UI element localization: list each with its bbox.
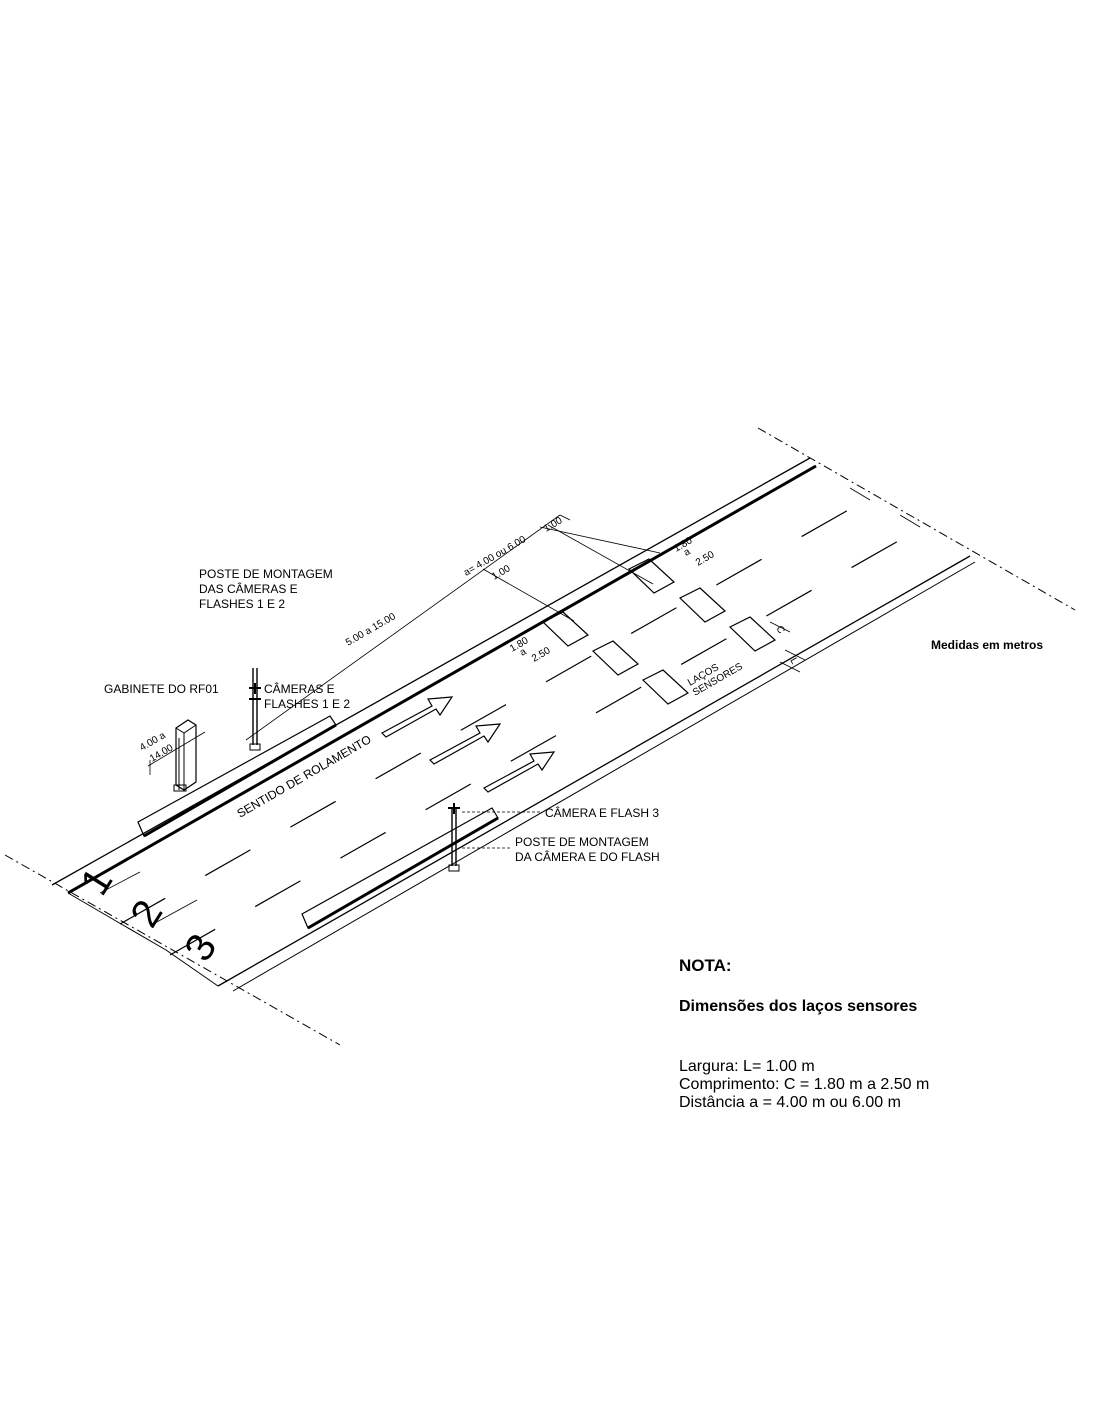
boundary-left: [4, 854, 341, 1046]
lane-divider-2: [169, 522, 931, 956]
note-line-width: Largura: L= 1.00 m: [679, 1058, 815, 1075]
labels: POSTE DE MONTAGEM DAS CÂMERAS E FLASHES …: [72, 515, 800, 969]
note-subtitle: Dimensões dos laços sensores: [679, 998, 918, 1015]
loop-3a: [641, 669, 690, 705]
label-sentido: SENTIDO DE ROLAMENTO: [235, 732, 374, 820]
equipment: [173, 668, 460, 872]
road-edge-bottom-2: [232, 561, 976, 992]
road-edge-top-thin: [51, 457, 811, 886]
lane-end-lines: [67, 871, 219, 987]
arrow-lane-1: [381, 696, 454, 738]
barrier-right: [301, 807, 499, 929]
label-poste-cameras-1: POSTE DE MONTAGEM: [199, 567, 333, 581]
lane-divider-1: [119, 491, 881, 925]
arrow-lane-2: [429, 723, 502, 765]
dim-l: L: [787, 656, 800, 667]
road-edge-bottom-1: [217, 555, 971, 987]
loop-2b: [678, 587, 727, 623]
label-poste-camera-2: DA CÂMERA E DO FLASH: [515, 849, 660, 864]
loop-3b: [728, 616, 777, 652]
note-body: Largura: L= 1.00 m Comprimento: C = 1.80…: [679, 1058, 929, 1112]
dim-len-b-3: 2.50: [694, 549, 717, 568]
dimension-lines: [147, 487, 921, 775]
dim-len-a-3: 2.50: [530, 645, 553, 664]
label-gabinete: GABINETE DO RF01: [104, 682, 219, 696]
label-cameras-1: CÂMERAS E: [264, 681, 335, 696]
note-line-distance: Distância a = 4.00 m ou 6.00 m: [679, 1094, 901, 1111]
leader-lines: [462, 811, 540, 849]
label-camera-flash-3: CÂMERA E FLASH 3: [545, 805, 659, 820]
lane-dividers: [119, 491, 931, 956]
boundary-lines: [4, 427, 1076, 1046]
camera-3-icon: [448, 803, 460, 814]
sensor-loops: [541, 558, 777, 705]
label-poste-cameras-3: FLASHES 1 E 2: [199, 597, 285, 611]
dim-len-a-2: a: [518, 646, 529, 659]
road-edges: [51, 457, 976, 992]
note-line-length: Comprimento: C = 1.80 m a 2.50 m: [679, 1076, 930, 1093]
arrow-lane-3: [483, 751, 556, 793]
camera-1-2-icon: [249, 683, 261, 700]
loop-2a: [591, 640, 640, 676]
dim-c: C: [773, 624, 786, 636]
boundary-right: [757, 427, 1076, 611]
loop-1a: [541, 611, 590, 647]
direction-arrows: [381, 696, 556, 793]
barriers: [137, 715, 499, 930]
units-note: Medidas em metros: [931, 638, 1044, 652]
road-edge-top-thick: [67, 464, 817, 895]
dim-5-15: 5.00 a 15.00: [344, 611, 398, 649]
dim-len-b-2: a: [682, 546, 693, 559]
label-poste-camera-1: POSTE DE MONTAGEM: [515, 835, 649, 849]
label-cameras-2: FLASHES 1 E 2: [264, 697, 350, 711]
note-title: NOTA:: [679, 956, 732, 975]
label-poste-cameras-2: DAS CÂMERAS E: [199, 581, 298, 596]
loop-1b: [627, 558, 676, 594]
